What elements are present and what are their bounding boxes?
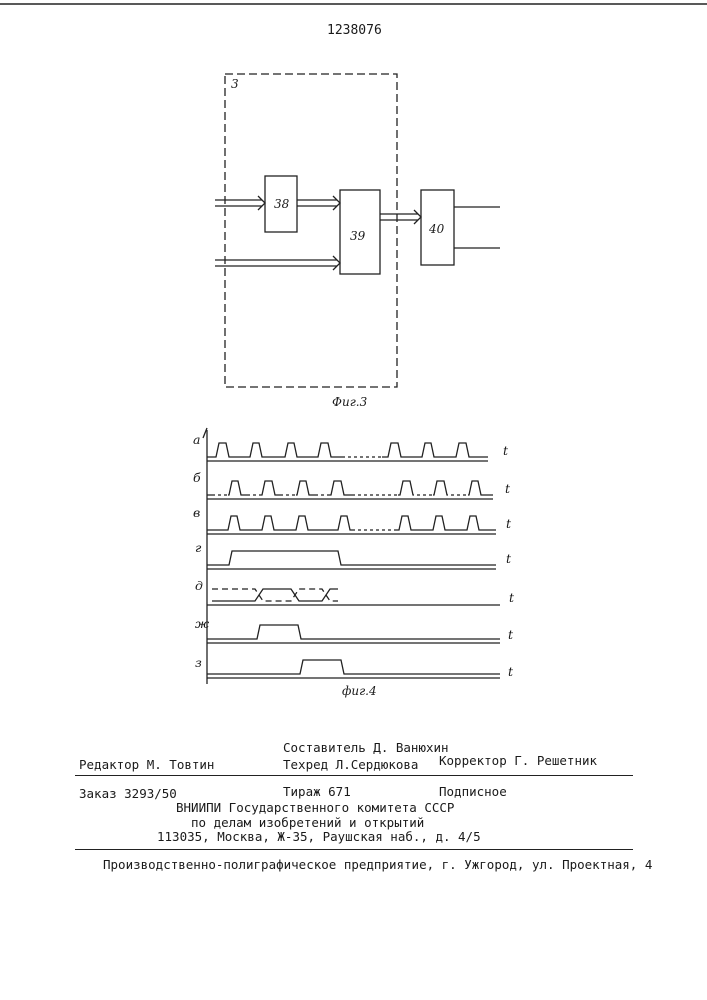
row-a-wave — [207, 443, 488, 457]
arrow-39-to-40 — [380, 210, 421, 224]
fig4-timing-diagram — [203, 428, 500, 684]
imprint-subscription: Подписное — [439, 784, 507, 799]
row-g-wave — [207, 551, 496, 565]
row-label-zh: ж — [195, 616, 209, 631]
row-d-wave-lower — [212, 589, 338, 601]
row-label-a: а — [193, 432, 200, 447]
imprint-compiler: Составитель Д. Ванюхин — [283, 740, 449, 755]
row-d-wave-upper — [212, 589, 338, 601]
fig4-caption: фиг.4 — [342, 684, 377, 698]
t-label-g: t — [506, 551, 511, 566]
frame-label: 3 — [231, 77, 239, 91]
t-label-z: t — [508, 664, 513, 679]
row-label-d: д — [195, 578, 203, 593]
imprint-rule-2 — [75, 849, 633, 850]
row-z-wave — [207, 660, 500, 674]
imprint-rule-1 — [75, 775, 633, 776]
row-zh-wave — [207, 625, 500, 639]
t-label-d: t — [509, 590, 514, 605]
dashed-frame — [225, 74, 397, 387]
t-label-v: t — [506, 516, 511, 531]
row-label-v: в — [193, 505, 200, 520]
fig3-caption: Фиг.3 — [332, 395, 367, 409]
row-label-z: з — [195, 655, 202, 670]
imprint-org-line2: по делам изобретений и открытий — [191, 815, 424, 830]
imprint-corrector: Корректор Г. Решетник — [439, 753, 597, 768]
block-38-label: 38 — [274, 197, 289, 211]
imprint-circulation: Тираж 671 — [283, 784, 351, 799]
imprint-techred: Техред Л.Сердюкова — [283, 757, 418, 772]
row-label-g: г — [195, 540, 201, 555]
row-b-wave — [207, 481, 493, 495]
input-arrow-to-38 — [215, 196, 265, 210]
row-label-b: б — [193, 470, 201, 485]
t-label-a: t — [503, 443, 508, 458]
imprint-order: Заказ 3293/50 — [79, 786, 177, 801]
t-label-b: t — [505, 481, 510, 496]
imprint-org-line1: ВНИИПИ Государственного комитета СССР — [176, 800, 454, 815]
imprint-org-address: 113035, Москва, Ж-35, Раушская наб., д. … — [157, 829, 481, 844]
imprint-editor: Редактор М. Товтин — [79, 757, 214, 772]
input-arrow-to-39 — [215, 256, 340, 270]
arrow-38-to-39 — [297, 196, 340, 210]
t-label-zh: t — [508, 627, 513, 642]
row-v-wave — [207, 516, 496, 530]
imprint-printer: Производственно-полиграфическое предприя… — [103, 857, 652, 872]
patent-number: 1238076 — [327, 23, 382, 38]
block-40-label: 40 — [429, 222, 444, 236]
block-39-label: 39 — [350, 229, 365, 243]
